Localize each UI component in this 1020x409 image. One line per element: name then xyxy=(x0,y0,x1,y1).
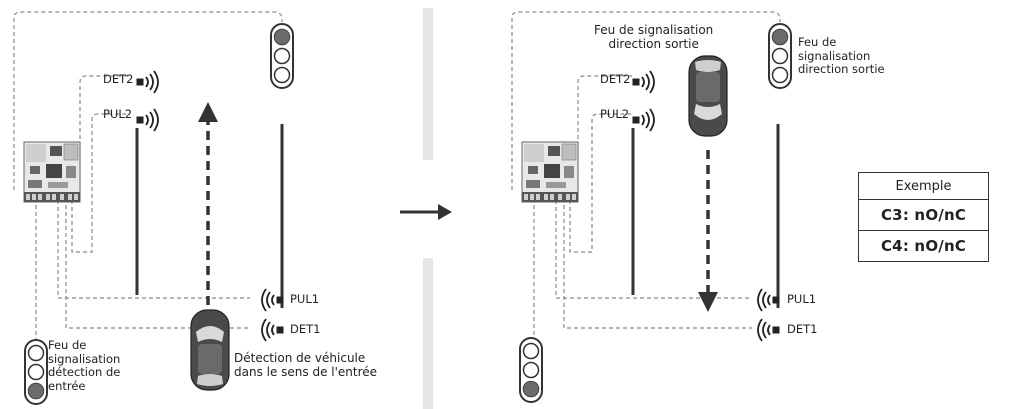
left-car-icon xyxy=(190,309,230,391)
right-det2-sensor-icon xyxy=(631,70,655,94)
example-table-row: C4: nO/nC xyxy=(858,230,989,262)
left-pul2-label: PUL2 xyxy=(103,107,133,121)
right-pul2-sensor-icon xyxy=(631,108,655,132)
right-controller-board xyxy=(521,141,579,203)
example-table-row: C3: nO/nC xyxy=(858,199,989,231)
right-arrowhead-down xyxy=(698,292,718,312)
left-top-light-lamp xyxy=(274,29,290,45)
right-top-light-lamp xyxy=(772,29,788,45)
left-pul2-sensor-icon xyxy=(135,108,159,132)
left-vehicle-detection-label: Détection de véhicule dans le sens de l'… xyxy=(234,351,378,379)
right-pul2-label: PUL2 xyxy=(600,107,630,121)
right-panel xyxy=(511,11,792,403)
transition-arrow-icon xyxy=(400,204,452,220)
right-det1-label: DET1 xyxy=(787,322,818,336)
right-det2-label: DET2 xyxy=(600,72,631,86)
left-pul1-label: PUL1 xyxy=(290,292,320,306)
right-wiring xyxy=(511,11,781,340)
example-table: Exemple C3: nO/nC C4: nO/nC xyxy=(858,172,989,262)
left-controller-board xyxy=(23,141,81,203)
example-table-header-row: Exemple xyxy=(858,172,989,200)
right-exit-light-top-label: Feu de signalisation direction sortie xyxy=(798,35,885,76)
right-exit-light-car-label: Feu de signalisation direction sortie xyxy=(594,23,714,51)
left-panel xyxy=(13,11,294,405)
panel-divider-top xyxy=(423,8,433,160)
example-row-c3: C3: nO/nC xyxy=(858,199,989,231)
panel-divider-bottom xyxy=(423,258,433,409)
left-wiring xyxy=(13,11,283,340)
left-arrowhead-up xyxy=(198,102,218,122)
left-entry-light-label: Feu de signalisation détection de entrée xyxy=(48,338,121,393)
left-det2-sensor-icon xyxy=(135,70,159,94)
right-car-icon xyxy=(688,55,728,137)
right-pul1-label: PUL1 xyxy=(787,292,817,306)
left-det1-sensor-icon xyxy=(261,318,285,342)
left-det2-label: DET2 xyxy=(103,72,134,86)
right-bottom-light-lamp xyxy=(523,381,539,397)
right-det1-sensor-icon xyxy=(757,318,781,342)
example-row-c4: C4: nO/nC xyxy=(858,230,989,262)
left-pul1-sensor-icon xyxy=(261,288,285,312)
left-bottom-light-lamp xyxy=(28,383,44,399)
left-det1-label: DET1 xyxy=(290,322,321,336)
right-pul1-sensor-icon xyxy=(757,288,781,312)
example-header: Exemple xyxy=(858,172,989,200)
